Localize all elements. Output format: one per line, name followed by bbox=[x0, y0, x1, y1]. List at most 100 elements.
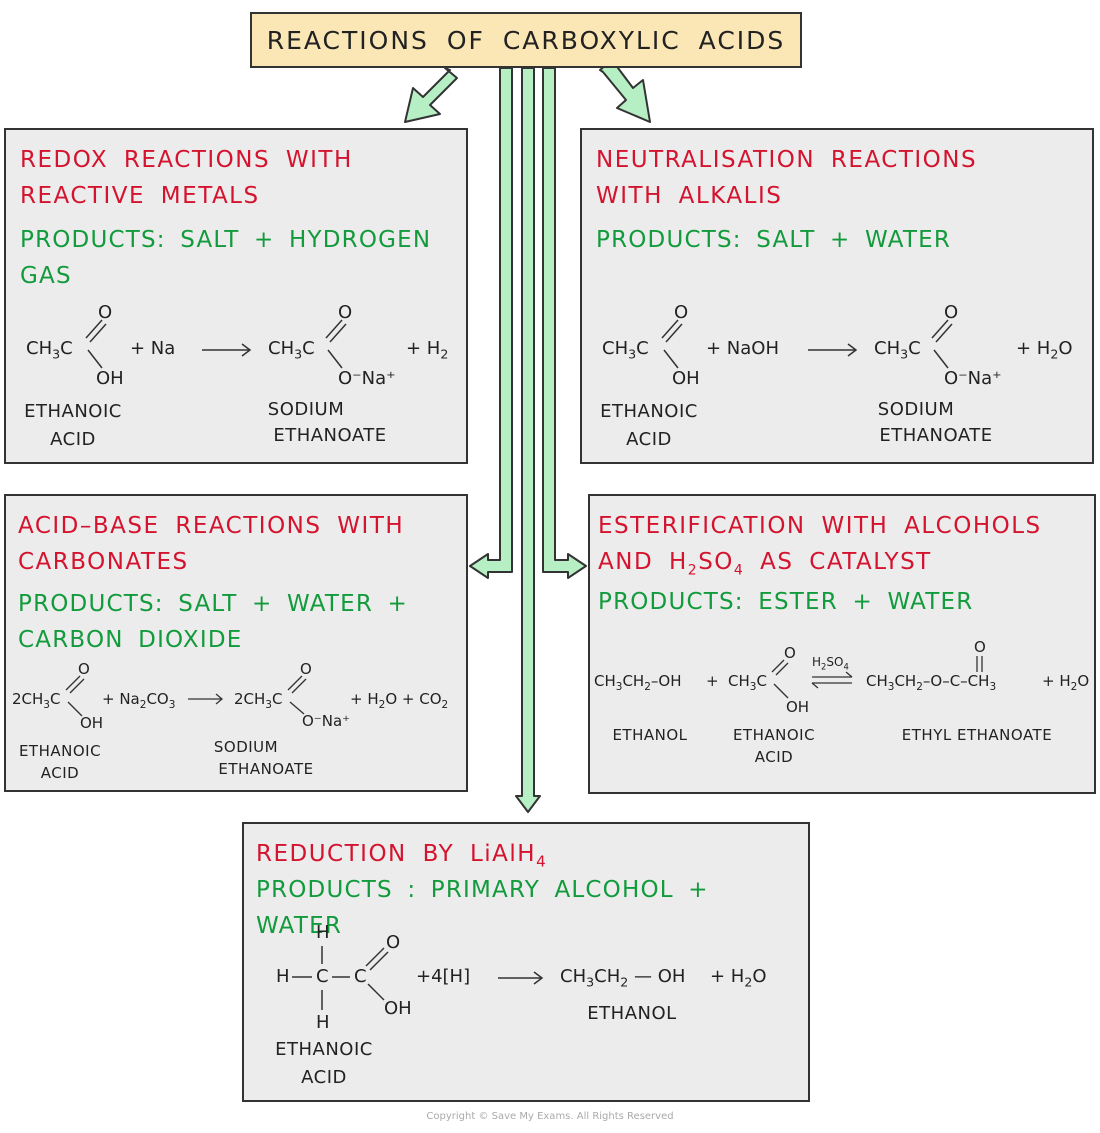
reduction-box: REDUCTION BY LiAlH4 PRODUCTS : PRIMARY A… bbox=[242, 822, 810, 1102]
neutral-product-ona: O⁻Na⁺ bbox=[944, 368, 1002, 389]
ester-label-ethanol: ETHANOL bbox=[612, 726, 688, 744]
ester-label-acid-2: ACID bbox=[754, 748, 794, 766]
ester-label-acid-1: ETHANOIC bbox=[732, 726, 816, 744]
redox-heading-line1: REDOX REACTIONS WITH bbox=[20, 147, 353, 173]
acidbase-h2o-co2: + H2O + CO2 bbox=[350, 690, 449, 711]
reduction-h-top: H bbox=[316, 922, 330, 943]
arrow-to-neutral bbox=[599, 59, 651, 123]
acidbase-heading-line2: CARBONATES bbox=[18, 549, 189, 575]
reduction-o: O bbox=[386, 932, 401, 953]
ester-ethanol: CH3CH2–OH bbox=[594, 672, 682, 693]
acidbase-reactant-oh: OH bbox=[80, 714, 104, 732]
neutral-reactant-oh: OH bbox=[672, 368, 700, 389]
neutral-reactant-o: O bbox=[674, 302, 689, 323]
neutral-box: NEUTRALISATION REACTIONS WITH ALKALIS PR… bbox=[580, 128, 1094, 464]
redox-reactant-oh: OH bbox=[96, 368, 124, 389]
neutral-reactant: CH3C bbox=[602, 338, 649, 362]
neutral-reactant-bonds bbox=[661, 319, 683, 369]
reduction-arrow bbox=[498, 971, 544, 985]
acidbase-label-acid-2: ACID bbox=[40, 764, 80, 782]
reduction-h2o: + H2O bbox=[710, 966, 767, 990]
reduction-label-ethanol: ETHANOL bbox=[587, 1003, 677, 1024]
redox-product-o: O bbox=[338, 302, 353, 323]
reduction-h-bottom: H bbox=[316, 1012, 330, 1033]
ester-product-o: O bbox=[974, 638, 986, 656]
neutral-label-salt-2: ETHANOATE bbox=[879, 425, 993, 446]
reduction-label-acid-2: ACID bbox=[301, 1067, 347, 1088]
redox-label-acid-2: ACID bbox=[50, 429, 96, 450]
ester-products: PRODUCTS: ESTER + WATER bbox=[598, 589, 974, 615]
ester-product: CH3CH2–O–C–CH3 bbox=[866, 672, 997, 693]
reduction-c2: C bbox=[354, 966, 367, 987]
acidbase-product: 2CH3C bbox=[234, 690, 283, 711]
acidbase-label-acid-1: ETHANOIC bbox=[18, 742, 102, 760]
ester-heading-line1: ESTERIFICATION WITH ALCOHOLS bbox=[598, 513, 1042, 539]
acidbase-arrow bbox=[188, 693, 224, 705]
acidbase-product-ona: O⁻Na⁺ bbox=[302, 712, 351, 730]
acidbase-product-bonds bbox=[287, 675, 307, 715]
ester-equilibrium-arrows bbox=[811, 671, 853, 689]
main-title: REACTIONS OF CARBOXYLIC ACIDS bbox=[250, 12, 802, 68]
neutral-products: PRODUCTS: SALT + WATER bbox=[596, 227, 952, 253]
neutral-heading-line1: NEUTRALISATION REACTIONS bbox=[596, 147, 978, 173]
neutral-h2o: + H2O bbox=[1016, 338, 1073, 362]
redox-product-bonds bbox=[325, 319, 347, 369]
ester-plus: + bbox=[706, 672, 719, 690]
reduction-h-left: H bbox=[276, 966, 290, 987]
redox-product: CH3C bbox=[268, 338, 315, 362]
acidbase-reactant-o: O bbox=[78, 660, 90, 678]
arrow-to-redox bbox=[404, 67, 458, 123]
redox-label-acid-1: ETHANOIC bbox=[24, 401, 122, 422]
acidbase-products-line1: PRODUCTS: SALT + WATER + bbox=[18, 591, 408, 617]
arrow-to-reduction bbox=[515, 67, 541, 813]
ester-acid-oh: OH bbox=[786, 698, 810, 716]
redox-plus-na: + Na bbox=[130, 338, 176, 359]
neutral-label-salt-1: SODIUM bbox=[877, 399, 955, 420]
ester-box: ESTERIFICATION WITH ALCOHOLS AND H2SO4 A… bbox=[588, 494, 1096, 794]
neutral-product-o: O bbox=[944, 302, 959, 323]
neutral-arrow bbox=[808, 343, 858, 357]
redox-box: REDOX REACTIONS WITH REACTIVE METALS PRO… bbox=[4, 128, 468, 464]
reduction-bonds bbox=[292, 946, 389, 1010]
acidbase-products-line2: CARBON DIOXIDE bbox=[18, 627, 243, 653]
acidbase-reactant-bonds bbox=[65, 675, 85, 717]
ester-catalyst: H2SO4 bbox=[812, 655, 849, 672]
ester-label-ester: ETHYL ETHANOATE bbox=[901, 726, 1053, 744]
neutral-product-bonds bbox=[931, 319, 953, 369]
acidbase-label-salt-1: SODIUM bbox=[213, 738, 279, 756]
acidbase-reactant: 2CH3C bbox=[12, 690, 61, 711]
reduction-reagent: +4[H] bbox=[416, 966, 471, 987]
reduction-c1: C bbox=[316, 966, 329, 987]
neutral-heading-line2: WITH ALKALIS bbox=[596, 183, 783, 209]
arrow-to-ester bbox=[542, 67, 587, 579]
neutral-plus-naoh: + NaOH bbox=[706, 338, 780, 359]
ester-acid-bonds bbox=[771, 659, 789, 699]
redox-reactant-bonds bbox=[85, 319, 107, 369]
redox-label-salt-2: ETHANOATE bbox=[273, 425, 387, 446]
acidbase-plus-na2co3: + Na2CO3 bbox=[102, 690, 176, 711]
redox-product-ona: O⁻Na⁺ bbox=[338, 368, 396, 389]
reduction-product: CH3CH2 — OH bbox=[560, 966, 686, 990]
ester-heading-line2: AND H2SO4 AS CATALYST bbox=[598, 549, 932, 579]
redox-label-salt-1: SODIUM bbox=[267, 399, 345, 420]
neutral-label-acid-1: ETHANOIC bbox=[600, 401, 698, 422]
acidbase-heading-line1: ACID–BASE REACTIONS WITH bbox=[18, 513, 405, 539]
redox-heading-line2: REACTIVE METALS bbox=[20, 183, 260, 209]
redox-reactant: CH3C bbox=[26, 338, 73, 362]
reduction-oh: OH bbox=[384, 998, 412, 1019]
neutral-product: CH3C bbox=[874, 338, 921, 362]
redox-reactant-o: O bbox=[98, 302, 113, 323]
ester-acid: CH3C bbox=[728, 672, 767, 693]
redox-arrow bbox=[202, 343, 252, 357]
ester-acid-o: O bbox=[784, 644, 796, 662]
copyright-text: Copyright © Save My Exams. All Rights Re… bbox=[426, 1111, 674, 1122]
neutral-label-acid-2: ACID bbox=[626, 429, 672, 450]
reduction-heading: REDUCTION BY LiAlH4 bbox=[256, 841, 548, 871]
ester-carbonyl-bond bbox=[976, 656, 983, 672]
redox-h2: + H2 bbox=[406, 338, 449, 362]
acidbase-product-o: O bbox=[300, 660, 312, 678]
reduction-label-acid-1: ETHANOIC bbox=[275, 1039, 373, 1060]
redox-products-line2: GAS bbox=[20, 263, 72, 289]
acidbase-box: ACID–BASE REACTIONS WITH CARBONATES PROD… bbox=[4, 494, 468, 792]
